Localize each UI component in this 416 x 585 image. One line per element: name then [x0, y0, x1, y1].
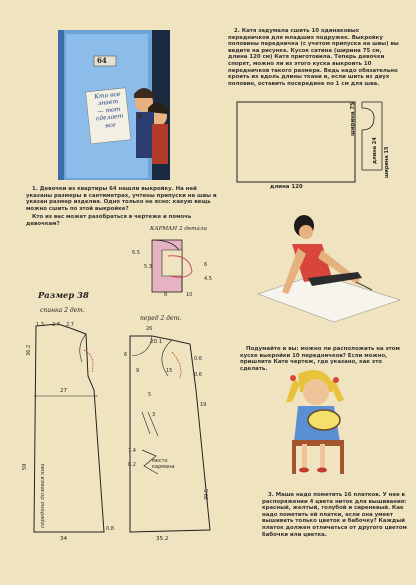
- front-dim: 7.4: [128, 448, 136, 454]
- task2-text: 2. Катя задумала сшить 10 одинаковых пер…: [228, 28, 400, 89]
- dress-pattern: [33, 323, 211, 533]
- front-dim: 15: [166, 368, 173, 374]
- task1-para2: Кто из вас может разобраться в чертеже и…: [26, 214, 192, 227]
- front-dim: 0.6: [194, 356, 202, 362]
- pocket-dim: 10: [186, 292, 193, 298]
- back-dim: 0.8: [106, 526, 114, 532]
- front-dim: 35.2: [156, 536, 169, 542]
- fold-label: середина долевая шва: [40, 463, 46, 528]
- task1-number: 1.: [32, 186, 38, 192]
- pocket-dim: 6: [204, 262, 208, 268]
- pocket-pattern: [151, 239, 193, 293]
- front-dim: 3: [152, 412, 156, 418]
- front-dim: 26: [146, 326, 153, 332]
- task1-para1: Девочки из квартиры 64 нашли выкройку. Н…: [26, 186, 217, 212]
- back-dim: 59: [22, 463, 28, 470]
- pocket-dim: 8: [164, 292, 168, 298]
- front-title: перед 2 дет.: [140, 315, 182, 322]
- task3-text: 3. Маше надо пометить 16 платков. У нее …: [262, 492, 408, 540]
- fabric-width-label: ширина 75: [350, 102, 356, 136]
- girl-embroidering-illustration: [286, 370, 344, 474]
- pocket-dim: 6.5: [132, 250, 140, 256]
- apron-length-label: длина 24: [372, 137, 378, 164]
- pocket-title: КАРМАН 2 детали: [150, 226, 207, 232]
- task2-para1: Катя задумала сшить 10 одинаковых передн…: [228, 28, 399, 87]
- front-dim: 20.1: [150, 339, 163, 345]
- task3-body: Маше надо пометить 16 платков. У нее в р…: [262, 492, 407, 538]
- front-dim: 19: [200, 402, 207, 408]
- back-dim: 34: [60, 536, 68, 542]
- task2-para2: Подумайте и вы: можно ли расположить на …: [240, 346, 400, 372]
- door-note: Кто все знает — тот сделает все: [88, 90, 130, 131]
- back-dim: 2.7: [52, 322, 60, 328]
- fabric-diagram: [236, 101, 383, 183]
- front-dim: 0.6: [194, 372, 202, 378]
- back-dim: 27: [60, 388, 68, 394]
- task2-number: 2.: [234, 28, 240, 34]
- back-dim: 36.2: [26, 344, 32, 356]
- pocket-placement-label: место кармана: [152, 458, 175, 470]
- front-dim: 5: [148, 392, 152, 398]
- task1-text: 1. Девочки из квартиры 64 нашли выкройку…: [26, 186, 222, 230]
- door-number: 64: [97, 56, 107, 65]
- pocket-dim: 4.5: [204, 276, 212, 282]
- front-dim: 6: [124, 352, 128, 358]
- task2-question: Подумайте и вы: можно ли расположить на …: [240, 346, 408, 374]
- front-dim: 9: [136, 368, 140, 374]
- apron-width-label: ширина 15: [384, 146, 390, 178]
- back-dim: 1.3: [36, 322, 44, 328]
- back-dim: 2.7: [66, 322, 74, 328]
- back-title: спинка 2 дет.: [40, 307, 85, 314]
- front-dim: 8.2: [128, 462, 136, 468]
- fabric-length-label: длина 120: [270, 184, 303, 190]
- size-label: Размер 38: [38, 290, 89, 300]
- pocket-dim: 5.3: [144, 264, 152, 270]
- front-dim: 39.5: [204, 488, 210, 500]
- door-illustration: [58, 30, 170, 180]
- girl-cutting-illustration: [257, 215, 401, 323]
- task3-number: 3.: [268, 492, 274, 498]
